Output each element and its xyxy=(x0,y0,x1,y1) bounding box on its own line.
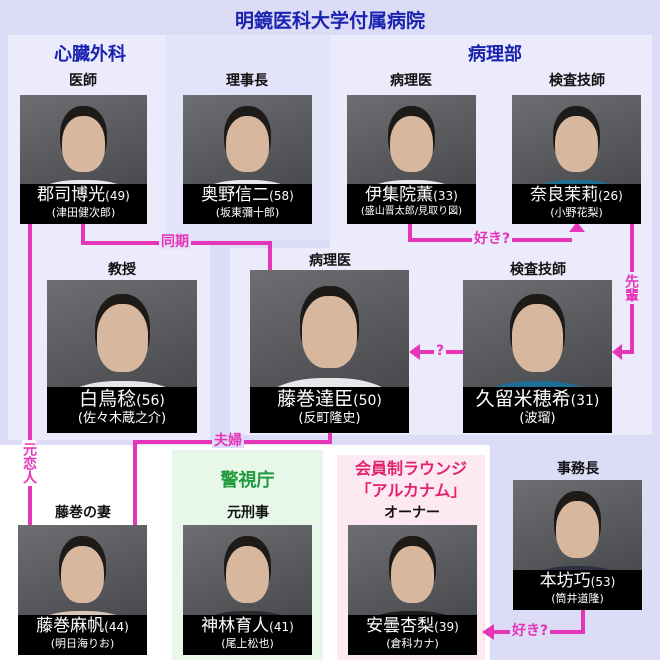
dept-lounge-2: 「アルカナム」 xyxy=(355,481,467,500)
character-age: (50) xyxy=(353,393,382,409)
character-age: (53) xyxy=(590,575,616,589)
portrait-photo xyxy=(555,500,600,558)
actor-name: (小野花梨) xyxy=(550,206,603,219)
character-name: 藤巻達臣 xyxy=(277,388,354,410)
role-label: 事務長 xyxy=(557,461,599,477)
portrait-photo xyxy=(554,115,599,173)
character-name: 伊集院薫 xyxy=(365,185,434,205)
character-age: (33) xyxy=(433,189,458,203)
character-age: (41) xyxy=(269,620,294,634)
character-age: (26) xyxy=(598,189,623,203)
character-card-gunji[interactable]: 郡司博光(49) (津田健次郎) xyxy=(20,95,147,224)
line-suki1 xyxy=(408,224,572,242)
actor-name: (坂東彌十郎) xyxy=(215,206,280,219)
caption: 藤巻達臣(50) (反町隆史) xyxy=(250,387,409,433)
actor-name: (盛山晋太郎/見取り図) xyxy=(360,206,463,217)
character-age: (58) xyxy=(269,189,294,203)
character-card-kurume[interactable]: 久留米穂希(31) (波瑠) xyxy=(463,280,612,433)
character-age: (39) xyxy=(434,620,459,634)
role-label: 検査技師 xyxy=(510,262,566,278)
relation-senpai: 先輩 xyxy=(623,272,639,304)
relation-douki: 同期 xyxy=(159,234,191,250)
character-name: 奈良茉莉 xyxy=(530,185,599,205)
character-age: (31) xyxy=(570,393,600,409)
portrait-photo xyxy=(225,545,270,603)
character-age: (56) xyxy=(136,393,165,409)
character-name: 白鳥稔 xyxy=(79,388,137,410)
portrait-photo xyxy=(225,115,270,173)
portrait-photo xyxy=(512,304,563,372)
caption: 本坊巧(53) (筒井道隆) xyxy=(513,570,642,610)
portrait-photo xyxy=(96,304,148,372)
portrait-photo xyxy=(390,545,435,603)
actor-name: (波瑠) xyxy=(519,411,556,426)
character-card-ijuin[interactable]: 伊集院薫(33) (盛山晋太郎/見取り図) xyxy=(347,95,476,224)
caption: 安曇杏梨(39) (倉科カナ) xyxy=(348,615,477,655)
character-card-shiratori[interactable]: 白鳥稔(56) (佐々木蔵之介) xyxy=(47,280,197,433)
role-label: オーナー xyxy=(384,505,440,521)
caption: 奥野信二(58) (坂東彌十郎) xyxy=(183,184,312,224)
actor-name: (尾上松也) xyxy=(221,637,274,650)
portrait-photo xyxy=(61,115,106,173)
character-card-fujimaki[interactable]: 藤巻達臣(50) (反町隆史) xyxy=(250,270,409,433)
character-card-honbo[interactable]: 本坊巧(53) (筒井道隆) xyxy=(513,480,642,610)
line-senpai xyxy=(620,224,634,354)
character-name: 神林育人 xyxy=(201,616,270,636)
dept-pathology: 病理部 xyxy=(468,44,522,65)
portrait-photo xyxy=(302,296,357,368)
portrait-photo xyxy=(389,115,434,173)
character-age: (49) xyxy=(105,189,130,203)
actor-name: (津田健次郎) xyxy=(51,206,116,219)
caption: 伊集院薫(33) (盛山晋太郎/見取り図) xyxy=(347,184,476,224)
actor-name: (倉科カナ) xyxy=(386,637,439,650)
caption: 郡司博光(49) (津田健次郎) xyxy=(20,184,147,224)
character-name: 郡司博光 xyxy=(37,185,106,205)
relation-fuufu: 夫婦 xyxy=(212,433,244,449)
role-label: 元刑事 xyxy=(227,505,269,521)
role-label: 病理医 xyxy=(390,73,432,89)
role-label: 教授 xyxy=(108,262,136,278)
character-name: 安曇杏梨 xyxy=(366,616,435,636)
caption: 久留米穂希(31) (波瑠) xyxy=(463,387,612,433)
relation-suki2: 好き? xyxy=(510,623,551,639)
character-name: 藤巻麻帆 xyxy=(36,616,105,636)
role-label: 医師 xyxy=(69,73,97,89)
character-card-azumi[interactable]: 安曇杏梨(39) (倉科カナ) xyxy=(348,525,477,655)
dept-lounge-1: 会員制ラウンジ xyxy=(354,459,467,478)
character-age: (44) xyxy=(104,620,129,634)
portrait-photo xyxy=(60,545,105,603)
relation-question: ? xyxy=(434,343,447,359)
role-label: 理事長 xyxy=(226,73,268,89)
character-card-kanbayashi[interactable]: 神林育人(41) (尾上松也) xyxy=(183,525,312,655)
character-card-nara[interactable]: 奈良茉莉(26) (小野花梨) xyxy=(512,95,641,224)
character-name: 本坊巧 xyxy=(539,571,591,591)
character-name: 久留米穂希 xyxy=(475,388,571,410)
character-card-maho[interactable]: 藤巻麻帆(44) (明日海りお) xyxy=(18,525,147,655)
role-label: 藤巻の妻 xyxy=(55,505,111,521)
dept-cardiac: 心臓外科 xyxy=(54,44,126,65)
caption: 藤巻麻帆(44) (明日海りお) xyxy=(18,615,147,655)
arrow-suki1 xyxy=(569,222,585,232)
caption: 奈良茉莉(26) (小野花梨) xyxy=(512,184,641,224)
arrow-suki2 xyxy=(482,624,494,640)
character-card-okuno[interactable]: 奥野信二(58) (坂東彌十郎) xyxy=(183,95,312,224)
relation-motokoibito: 元恋人 xyxy=(21,440,37,486)
arrow-question xyxy=(409,344,420,360)
role-label: 検査技師 xyxy=(549,73,605,89)
actor-name: (明日海りお) xyxy=(50,637,115,650)
caption: 白鳥稔(56) (佐々木蔵之介) xyxy=(47,387,197,433)
relation-suki1: 好き? xyxy=(472,231,513,247)
dept-police: 警視庁 xyxy=(220,470,275,491)
actor-name: (佐々木蔵之介) xyxy=(77,411,167,426)
arrow-senpai xyxy=(612,344,622,360)
actor-name: (反町隆史) xyxy=(298,411,361,426)
caption: 神林育人(41) (尾上松也) xyxy=(183,615,312,655)
role-label: 病理医 xyxy=(309,253,351,269)
page-title: 明鏡医科大学付属病院 xyxy=(234,10,425,32)
actor-name: (筒井道隆) xyxy=(551,592,604,605)
character-name: 奥野信二 xyxy=(201,185,270,205)
